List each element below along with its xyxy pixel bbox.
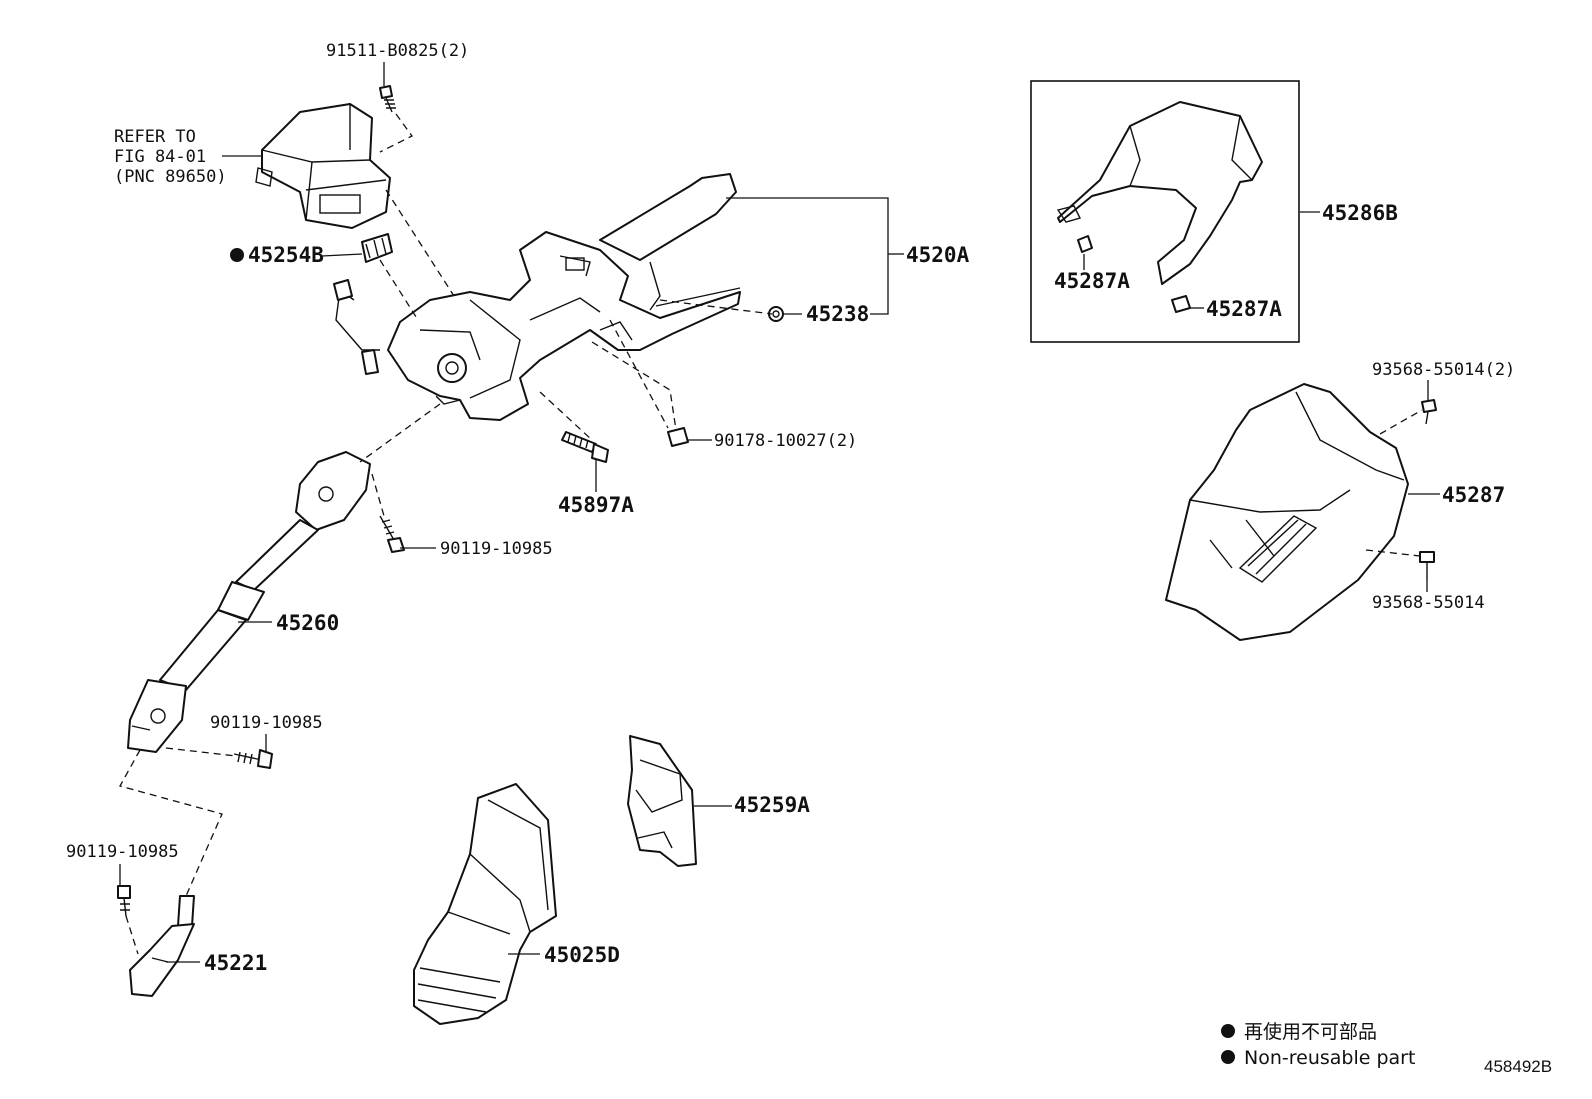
- clip-45287A-right: [1171, 295, 1191, 313]
- non-reusable-mark: [230, 248, 244, 262]
- label-90119-middle: 90119-10985: [210, 713, 323, 733]
- label-45287A-right: 45287A: [1206, 297, 1282, 321]
- bolt-90119-upper: [379, 515, 405, 553]
- label-91511: 91511-B0825(2): [326, 41, 469, 61]
- label-45221: 45221: [204, 951, 267, 975]
- label-45259A: 45259A: [734, 793, 810, 817]
- clip-45254B: [361, 233, 393, 263]
- screw-93568-upper: [1421, 399, 1437, 425]
- leader-lines: [119, 62, 1440, 963]
- label-45260: 45260: [276, 611, 339, 635]
- cover-45259A: [627, 735, 697, 867]
- legend: 再使用不可部品 Non-reusable part: [1221, 1021, 1415, 1069]
- bolt-45897A: [561, 431, 609, 463]
- label-90119-lower: 90119-10985: [66, 842, 179, 862]
- label-45897A: 45897A: [558, 493, 634, 517]
- cover-group-frame: [1030, 80, 1300, 343]
- nut-90178: [667, 427, 689, 447]
- bolt-91511: [379, 85, 396, 113]
- bolt-90119-middle: [233, 749, 273, 769]
- label-90119-upper: 90119-10985: [440, 539, 553, 559]
- label-93568-lower: 93568-55014: [1372, 593, 1485, 613]
- label-45238: 45238: [806, 302, 869, 326]
- sliding-yoke-45221: [129, 895, 195, 997]
- ignition-switch-assembly: [255, 103, 391, 229]
- label-refer-to: REFER TO: [114, 127, 196, 147]
- clip-45287A-left: [1077, 235, 1093, 253]
- label-45025D: 45025D: [544, 943, 620, 967]
- label-45287: 45287: [1442, 483, 1505, 507]
- label-fig: FIG 84-01: [114, 147, 206, 167]
- document-id: 458492B: [1484, 1057, 1552, 1076]
- intermediate-shaft-45260: [127, 451, 371, 753]
- label-45287A-left: 45287A: [1054, 269, 1130, 293]
- bolt-90119-lower: [117, 885, 131, 917]
- steering-column-assembly: [333, 173, 741, 421]
- legend-jp: 再使用不可部品: [1244, 1021, 1377, 1043]
- legend-bullet-en: [1221, 1050, 1235, 1064]
- label-45254B: 45254B: [248, 243, 324, 267]
- legend-en: Non-reusable part: [1244, 1047, 1415, 1069]
- boot-45025D: [413, 783, 557, 1025]
- legend-bullet-jp: [1221, 1024, 1235, 1038]
- lower-column-cover-45287: [1165, 383, 1409, 641]
- label-93568-upper: 93568-55014(2): [1372, 360, 1515, 380]
- assembly-dashed-lines: [119, 113, 1423, 955]
- screw-93568-lower: [1419, 551, 1435, 580]
- upper-column-cover-45286B: [1056, 101, 1263, 285]
- label-pnc: (PNC 89650): [114, 167, 227, 187]
- label-4520A: 4520A: [906, 243, 970, 267]
- label-45286B: 45286B: [1322, 201, 1398, 225]
- label-90178: 90178-10027(2): [714, 431, 857, 451]
